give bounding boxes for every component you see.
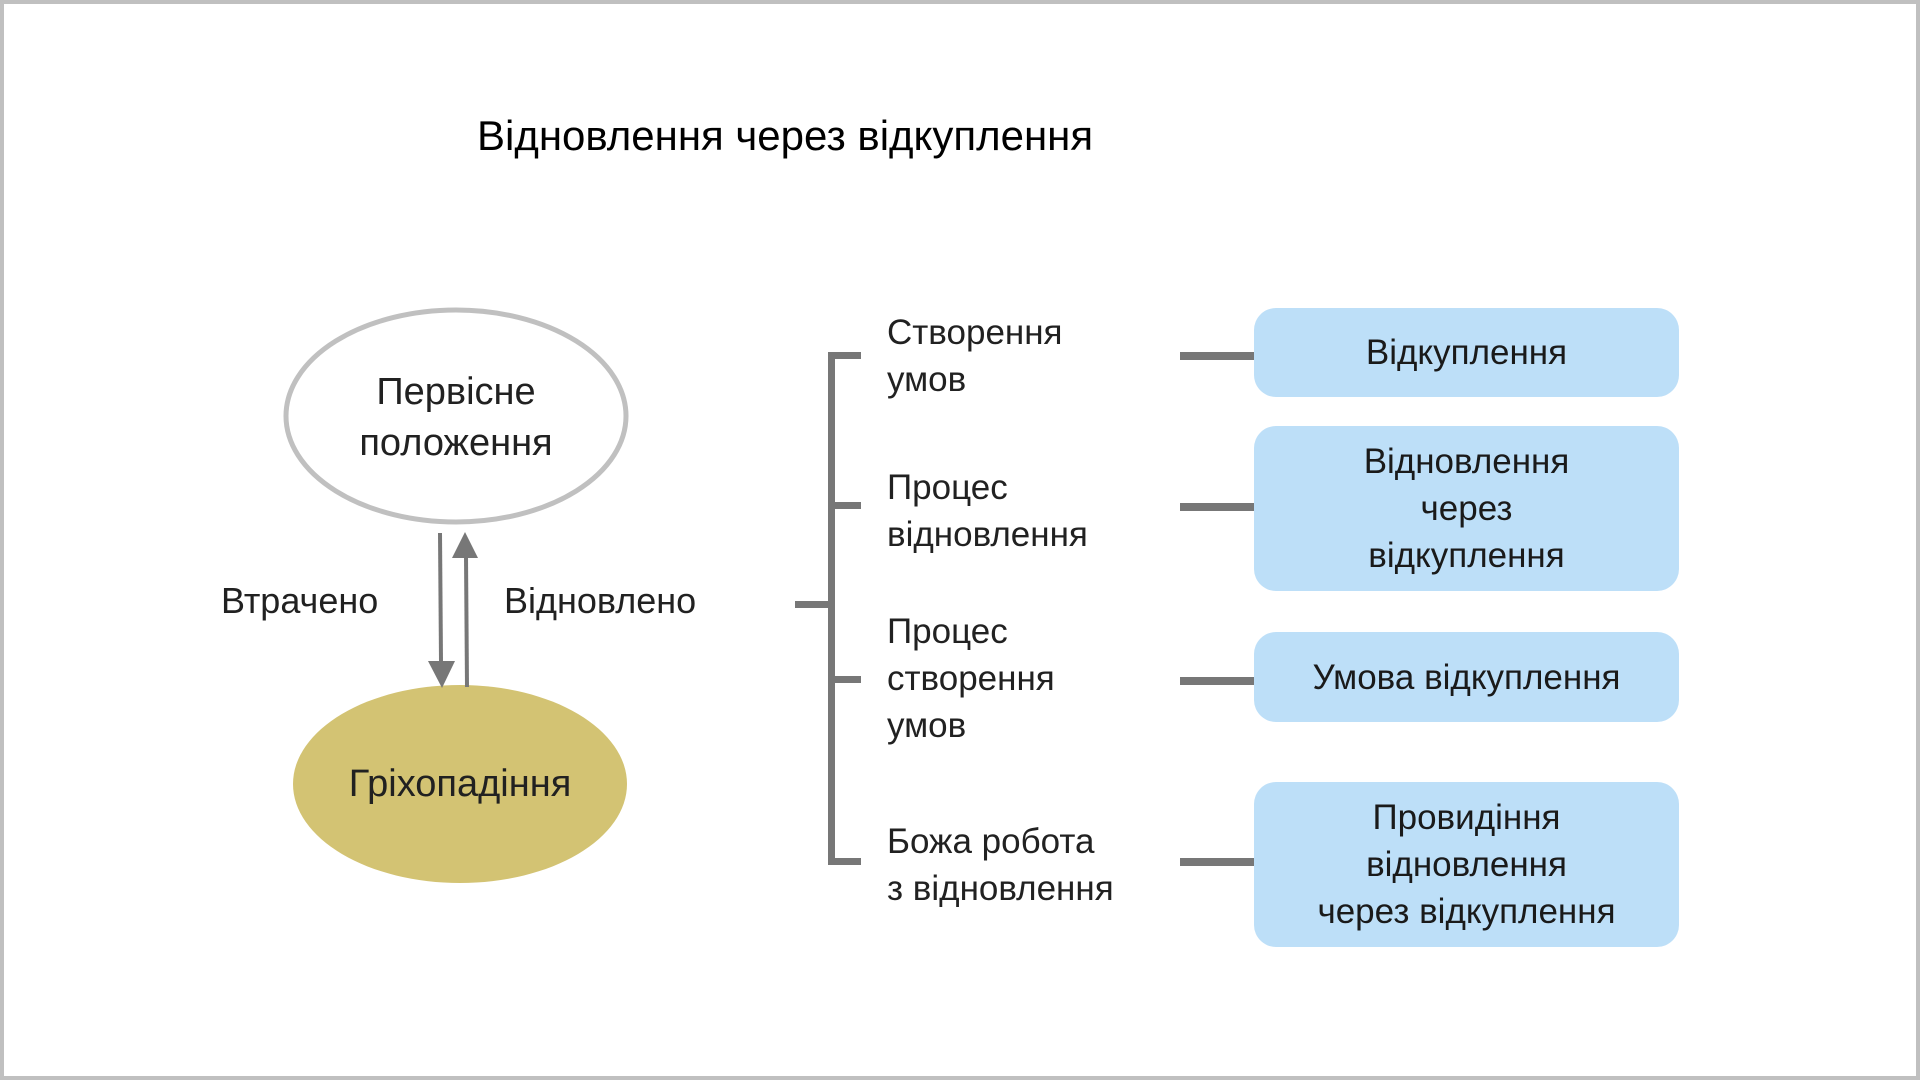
box-line: Провидіння	[1372, 798, 1561, 837]
branch-label-line: Божа робота	[887, 822, 1095, 861]
restored-label: Відновлено	[504, 580, 697, 621]
box-text: Умова відкуплення	[1312, 654, 1620, 701]
box-line: Відновлення	[1363, 442, 1570, 481]
fall-ellipse	[293, 685, 627, 883]
box-restoration-through-redemption: Відновлення через відкуплення	[1254, 426, 1679, 591]
page-title: Відновлення через відкуплення	[477, 112, 1094, 159]
fall-label: Гріхопадіння	[293, 759, 627, 810]
box-line: відкуплення	[1368, 536, 1565, 575]
box-line: Відкуплення	[1365, 333, 1568, 372]
box-text: Відновлення через відкуплення	[1364, 438, 1570, 579]
box-providence: Провидіння відновлення через відкуплення	[1254, 782, 1679, 947]
branch-label-line: Створення	[887, 313, 1063, 352]
original-state-label: Первісне положення	[286, 367, 626, 469]
box-line: через відкуплення	[1317, 892, 1616, 931]
branch-label-line: створення	[887, 659, 1055, 698]
lost-label: Втрачено	[221, 580, 379, 621]
box-condition-of-redemption: Умова відкуплення	[1254, 632, 1679, 722]
branch-label-line: Процес	[887, 468, 1008, 507]
branch-label-line: умов	[887, 360, 967, 399]
box-line: Умова відкуплення	[1312, 657, 1621, 697]
branch-label-line: умов	[887, 706, 967, 745]
box-connectors	[1180, 352, 1256, 866]
box-line: через	[1420, 489, 1513, 528]
down-arrow-icon	[428, 532, 455, 688]
box-line: відновлення	[1366, 845, 1567, 884]
branch-label-conditions-process: Процес створення умов	[887, 608, 1055, 749]
up-arrow-icon	[452, 532, 478, 688]
fall-label-text: Гріхопадіння	[348, 763, 572, 805]
original-state-line: положення	[359, 422, 553, 464]
original-state-line: Первісне	[376, 371, 536, 413]
branch-label-line: з відновлення	[887, 869, 1114, 908]
box-text: Відкуплення	[1366, 329, 1567, 376]
branch-label-line: відновлення	[887, 515, 1088, 554]
box-text: Провидіння відновлення через відкуплення	[1317, 794, 1615, 935]
bracket-connector	[795, 352, 861, 865]
branch-label-line: Процес	[887, 612, 1008, 651]
branch-label-restoration-process: Процес відновлення	[887, 464, 1088, 558]
original-state-ellipse	[283, 307, 629, 525]
box-redemption: Відкуплення	[1254, 308, 1679, 397]
branch-label-gods-work: Божа робота з відновлення	[887, 818, 1114, 912]
branch-label-creating-conditions: Створення умов	[887, 309, 1063, 403]
